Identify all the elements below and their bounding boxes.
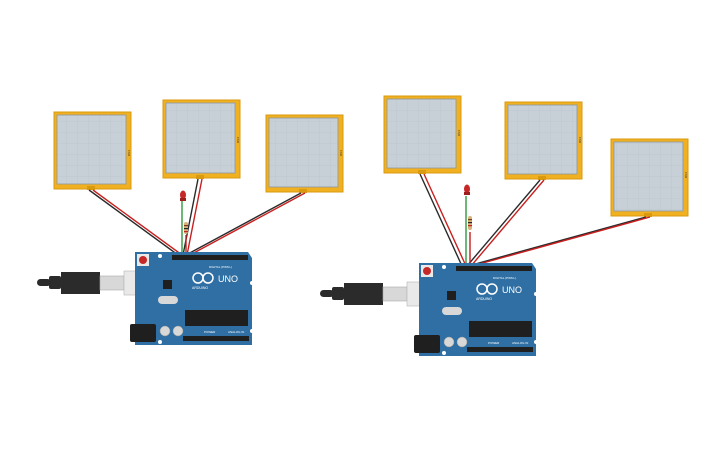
sensor-label: FSR (684, 172, 688, 179)
circuit-left: FSR FSR FSR (37, 99, 344, 345)
board-model-label: UNO (218, 274, 238, 284)
led-right[interactable] (464, 184, 470, 196)
force-sensor-5[interactable]: FSR (504, 101, 583, 180)
sensor-label: FSR (339, 150, 343, 157)
board-brand-label: ARDUINO (476, 297, 492, 301)
power-header-label: POWER (488, 341, 500, 345)
force-sensor-2[interactable]: FSR (162, 99, 241, 179)
arduino-logo-icon (476, 283, 498, 295)
arduino-board-right[interactable]: UNO ARDUINO DIGITAL (PWM~) POWER ANALOG … (414, 263, 538, 356)
resistor-right[interactable] (468, 216, 472, 230)
circuit-right: FSR FSR FSR (320, 95, 689, 356)
arduino-logo-icon (192, 272, 214, 284)
analog-header-label: ANALOG IN (512, 341, 528, 345)
wires-right (419, 173, 651, 267)
force-sensor-4[interactable]: FSR (383, 95, 462, 174)
power-header-label: POWER (204, 330, 216, 334)
force-sensor-3[interactable]: FSR (265, 114, 344, 193)
board-brand-label: ARDUINO (192, 286, 208, 290)
arduino-board-left[interactable]: UNO ARDUINO DIGITAL (PWM~) POWER ANALOG … (130, 252, 254, 345)
digital-header-label: DIGITAL (PWM~) (493, 276, 516, 280)
force-sensor-6[interactable]: FSR (610, 138, 689, 217)
wires-left (88, 178, 306, 256)
sensor-label: FSR (457, 130, 461, 137)
board-model-label: UNO (502, 285, 522, 295)
digital-header-label: DIGITAL (PWM~) (209, 265, 232, 269)
sensor-label: FSR (578, 137, 582, 144)
resistor-left[interactable] (184, 222, 188, 234)
force-sensor-1[interactable]: FSR (53, 111, 132, 190)
led-left[interactable] (180, 190, 186, 202)
analog-header-label: ANALOG IN (228, 330, 244, 334)
sensor-label: FSR (236, 137, 240, 144)
sensor-label: FSR (127, 150, 131, 157)
